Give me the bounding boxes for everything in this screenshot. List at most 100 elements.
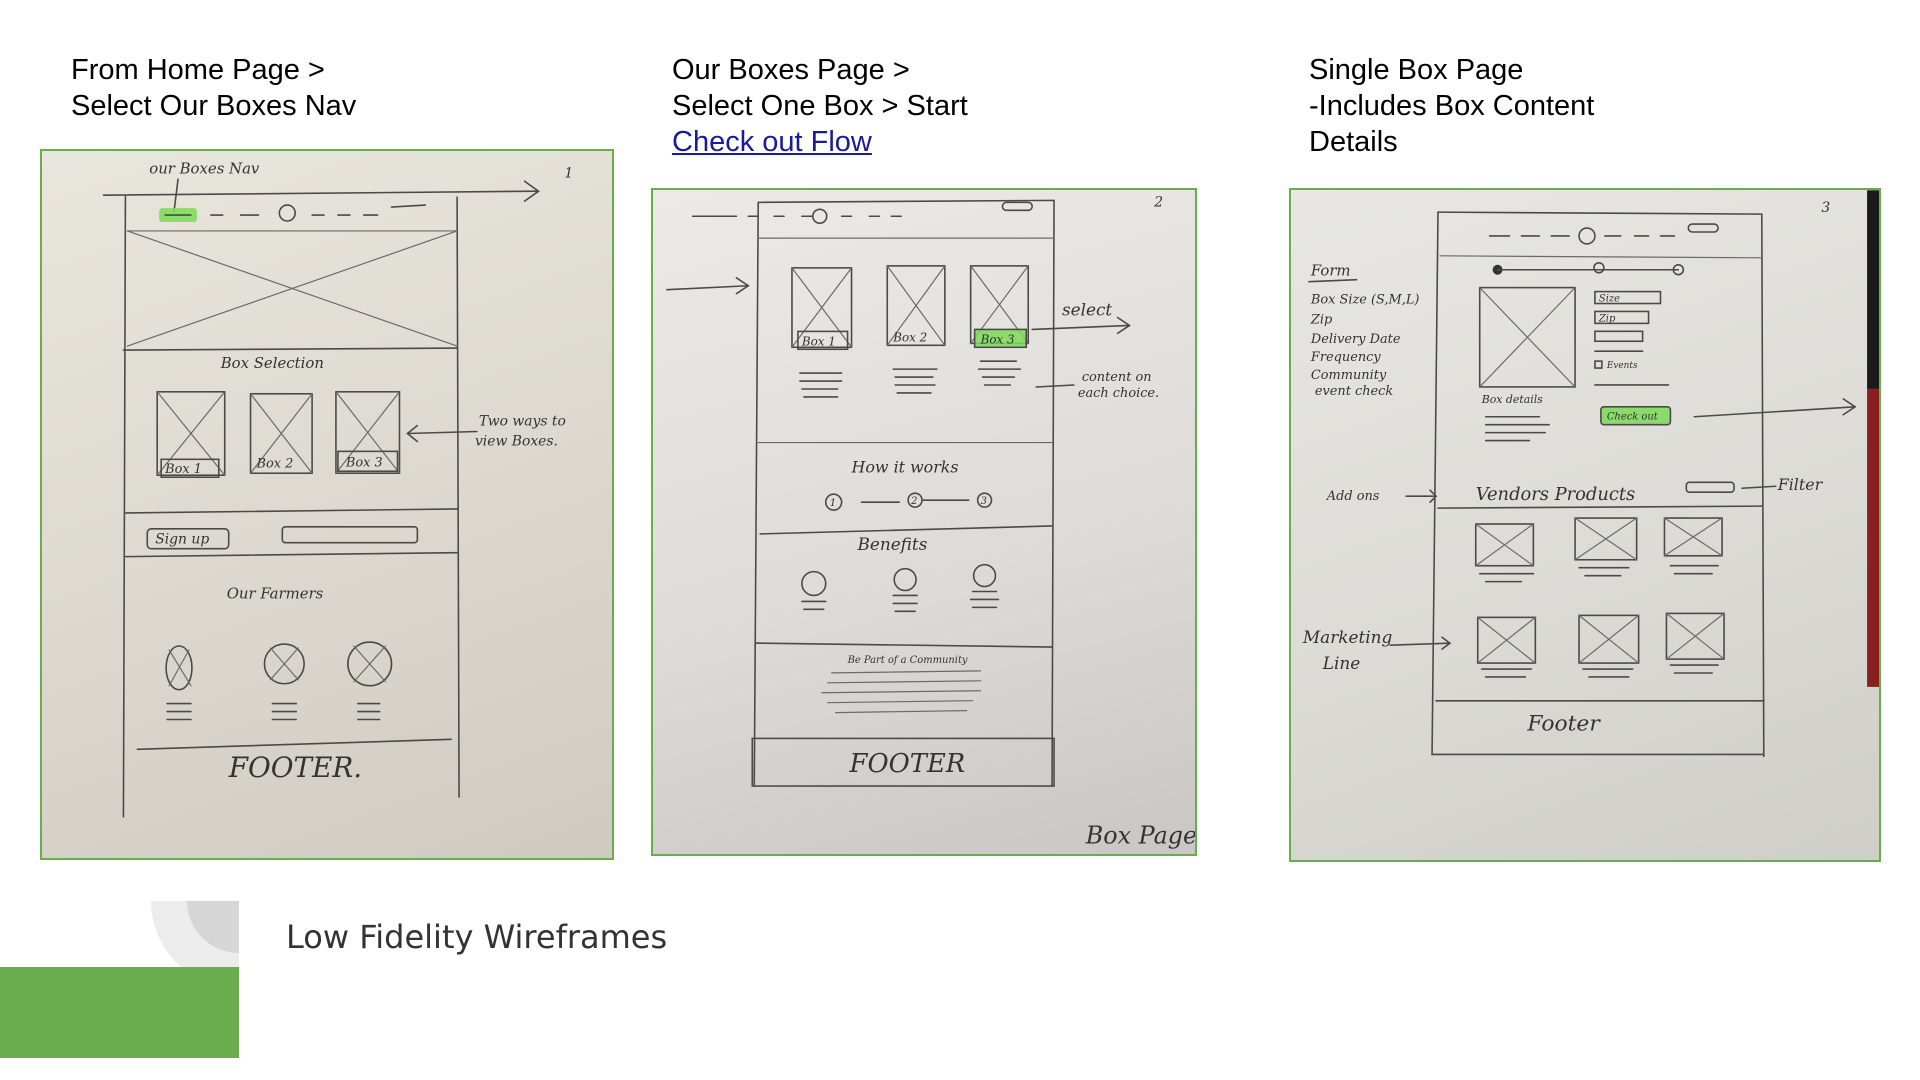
box-details-lines [1484, 415, 1551, 442]
form-item-event-check: event check [1315, 384, 1394, 399]
marketing-label-2: Line [1322, 653, 1360, 673]
page-number: 3 [1821, 200, 1830, 216]
benefits-title: Benefits [856, 534, 927, 554]
caption-line: -Includes Box Content [1309, 90, 1595, 122]
caption-line: Single Box Page [1309, 54, 1524, 86]
select-arrow-head [1116, 316, 1131, 335]
box-page-label: Box Page [1085, 822, 1195, 850]
page-number: 1 [564, 165, 573, 181]
wireframe-home-page: our Boxes Nav 1 Box Selection Box 1 Box … [40, 149, 614, 860]
caption-home-page: From Home Page > Select Our Boxes Nav [71, 52, 356, 124]
two-ways-note-2: view Boxes. [475, 433, 558, 449]
box-3-sketch: Box 3 [969, 265, 1030, 386]
form-item-frequency: Frequency [1310, 350, 1382, 365]
slider-mid [1593, 261, 1605, 274]
box-1-sketch: Box 1 [156, 390, 226, 478]
two-ways-note-1: Two ways to [479, 414, 566, 430]
photo-edge-dark [1867, 190, 1879, 389]
box-divider [124, 508, 458, 514]
content-pointer [1035, 384, 1075, 388]
community-title: Be Part of a Community [847, 655, 968, 666]
check-out-flow-link[interactable]: Check out Flow [672, 126, 872, 158]
box-selection-title: Box Selection [220, 354, 324, 372]
caption-line: Select Our Boxes Nav [71, 90, 357, 122]
checkout-arrow-head [1842, 398, 1857, 416]
content-note-1: content on [1082, 370, 1152, 385]
form-underline [1308, 278, 1358, 283]
box-1-sketch: Box 1 [791, 267, 853, 398]
step-1-icon [824, 493, 843, 511]
content-note-2: each choice. [1078, 386, 1159, 401]
page-number: 2 [1153, 194, 1163, 210]
device-left-edge [753, 201, 760, 787]
form-item-zip: Zip [1310, 312, 1332, 327]
farmer-3-sketch [347, 641, 393, 721]
our-farmers-title: Our Farmers [227, 584, 324, 602]
caption-line: Select One Box > Start [672, 90, 968, 122]
nav-search [390, 204, 427, 208]
signup-divider [124, 551, 458, 558]
form-item-community: Community [1311, 368, 1387, 383]
step-3-icon [976, 492, 993, 508]
benefit-1-sketch [801, 570, 827, 611]
nav-pointer-line [173, 178, 179, 212]
wireframe-our-boxes-page: 2 Box 1 Box 2 Box 3 [651, 188, 1197, 856]
benefit-2-sketch [892, 567, 918, 613]
caption-our-boxes-page: Our Boxes Page > Select One Box > Start … [672, 52, 968, 160]
step-3-label: 3 [981, 496, 987, 507]
filter-dropdown-sketch [1685, 481, 1735, 494]
how-it-works-title: How it works [851, 457, 959, 476]
hero-image-x [126, 230, 458, 347]
nav-search [1001, 201, 1033, 212]
checkout-highlight [1600, 406, 1671, 425]
farmer-1-sketch [165, 645, 193, 721]
box-image-x [1479, 287, 1576, 388]
email-field-sketch [281, 526, 419, 544]
nav-arrow-head [523, 180, 540, 202]
logo-icon [278, 204, 297, 222]
nav-divider [1439, 255, 1763, 259]
signup-label: Sign up [155, 532, 209, 548]
hero-divider [122, 347, 458, 351]
caption-line: Our Boxes Page > [672, 54, 910, 86]
zip-field-sketch [1594, 310, 1650, 325]
community-text-lines [821, 670, 982, 714]
device-left-bottom [1431, 211, 1765, 756]
box-image-sketch [1478, 286, 1576, 388]
product-5-sketch [1578, 614, 1640, 678]
signup-button-sketch [146, 528, 230, 550]
device-top-right [1437, 211, 1765, 758]
slide-title: Low Fidelity Wireframes [286, 918, 668, 956]
filter-pointer [1741, 485, 1777, 490]
sketch-single-box-page: 3 Form Box Size (S,M,L) Zip Delivery Dat… [1302, 190, 1879, 758]
sketch-our-boxes-page: 2 Box 1 Box 2 Box 3 [666, 194, 1195, 850]
slider-end [1672, 263, 1685, 276]
checkout-label: Check out [1607, 412, 1658, 423]
box-2-sketch: Box 2 [249, 392, 313, 475]
device-right-edge [456, 196, 460, 798]
entry-arrow [666, 284, 750, 291]
benefit-3-sketch [969, 563, 1000, 609]
box-1-label: Box 1 [164, 462, 202, 477]
box-2-label: Box 2 [255, 456, 293, 471]
form-item-box-size: Box Size (S,M,L) [1310, 293, 1420, 308]
zip-label: Zip [1598, 313, 1616, 324]
sketch-home-page: our Boxes Nav 1 Box Selection Box 1 Box … [102, 159, 573, 818]
events-label: Events [1606, 361, 1638, 371]
box-3-label: Box 3 [345, 455, 383, 470]
footer-box [751, 737, 1055, 787]
photo-edge-red [1867, 388, 1879, 687]
footer-label: Footer [1526, 712, 1601, 737]
section-divider [755, 642, 1053, 648]
box-3-label: Box 3 [980, 332, 1015, 346]
marketing-label-1: Marketing [1302, 627, 1393, 647]
farmer-2-sketch [263, 643, 305, 721]
two-ways-arrow-head [406, 424, 419, 443]
size-select-sketch [1594, 290, 1662, 305]
caption-line: From Home Page > [71, 54, 325, 86]
box-1-label: Box 1 [801, 334, 836, 348]
marketing-arrow-head [1441, 636, 1452, 650]
select-arrow [1031, 324, 1131, 331]
footer-label: FOOTER [849, 749, 966, 779]
logo-icon [1578, 227, 1596, 245]
